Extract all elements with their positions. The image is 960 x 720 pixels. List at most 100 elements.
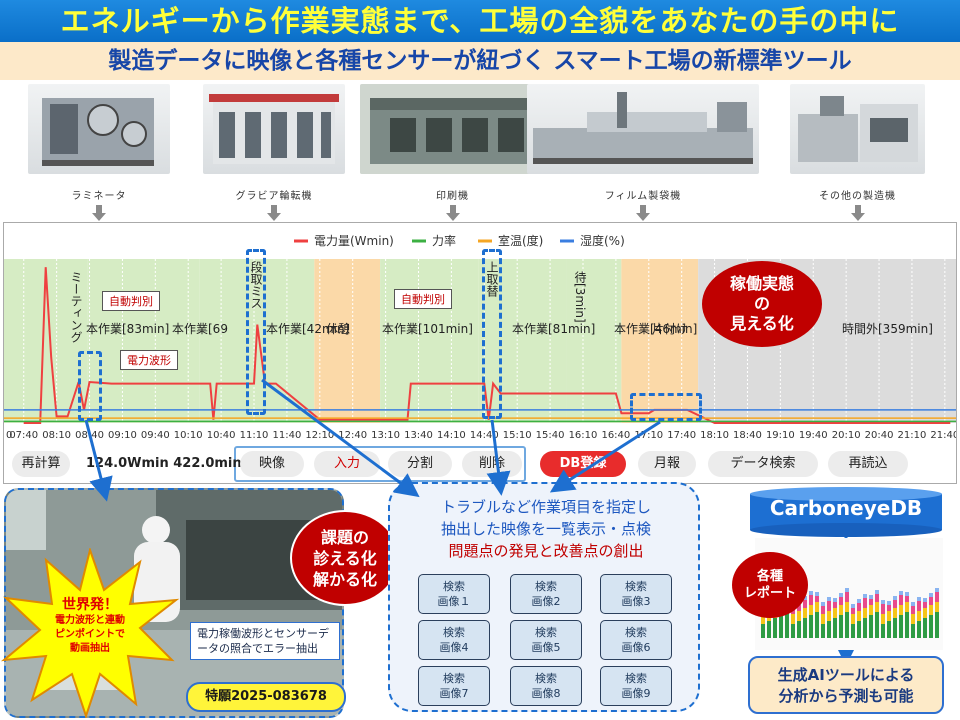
report-bar (875, 612, 879, 638)
search-image-tile[interactable]: 検索 画像4 (418, 620, 490, 660)
x-tick-label: 08:40 (75, 430, 104, 441)
segment-label: 本作業[42min] (266, 322, 349, 336)
report-bar (845, 612, 849, 638)
report-bar (833, 618, 837, 638)
segment-label: 本作業[69 (172, 322, 228, 336)
report-bar (827, 597, 831, 601)
x-tick-label: 10:40 (207, 430, 236, 441)
report-bar (875, 594, 879, 602)
x-tick-label: 07:40 (9, 430, 38, 441)
report-bar (863, 608, 867, 618)
x-tick-label: 13:10 (371, 430, 400, 441)
report-bar (773, 618, 777, 638)
reload-button[interactable]: 再読込 (828, 451, 908, 477)
machine-label: グラビア輪転機 (235, 191, 313, 202)
input-button[interactable]: 入力 (314, 451, 380, 477)
x-tick-label: 21:10 (898, 430, 927, 441)
search-image-tile[interactable]: 検索 画像5 (510, 620, 582, 660)
x-tick-label: 21:40 (930, 430, 957, 441)
report-bar (887, 621, 891, 638)
report-bar (869, 595, 873, 599)
stats-readout: 124.0Wmin 422.0min (86, 456, 242, 471)
waveform-tag: 電力波形 (120, 350, 178, 370)
report-bar (917, 621, 921, 638)
machine-photo (203, 84, 345, 174)
report-bar (863, 594, 867, 598)
legend-entry: 電力量(Wmin) (314, 234, 394, 248)
photo-caption: 電力稼働波形とセンサーデータの照合でエラー抽出 (190, 622, 340, 660)
report-bar (893, 600, 897, 608)
report-bar (911, 606, 915, 614)
report-bar (845, 588, 849, 592)
report-bar (833, 598, 837, 602)
x-tick-label: 0 (6, 430, 12, 441)
report-bar (761, 624, 765, 638)
search-description: トラブルなど作業項目を指定し 抽出した映像を一覧表示・点検 問題点の発見と改善点… (440, 498, 651, 560)
x-tick-label: 14:40 (470, 430, 499, 441)
machine-label: ラミネータ (71, 191, 127, 202)
report-bar (899, 595, 903, 605)
report-bar (779, 615, 783, 638)
report-bar (875, 590, 879, 594)
report-bar (845, 592, 849, 602)
machine-photo (790, 84, 925, 174)
report-bar (803, 618, 807, 638)
report-bar (821, 614, 825, 624)
highlight-box (630, 393, 702, 421)
report-bar (803, 600, 807, 608)
report-bar (899, 591, 903, 595)
machine-other: その他の製造機 (790, 84, 925, 224)
search-image-tile[interactable]: 検索 画像7 (418, 666, 490, 706)
split-button[interactable]: 分割 (388, 451, 452, 477)
db-register-button[interactable]: DB登録 (540, 451, 626, 477)
machine-film-bag-maker: フィルム製袋機 (527, 84, 759, 224)
x-tick-label: 09:10 (108, 430, 137, 441)
search-image-tile[interactable]: 検索 画像3 (600, 574, 672, 614)
report-bar (827, 621, 831, 638)
segment-label: 本作業[81min] (512, 322, 595, 336)
report-bar (911, 614, 915, 624)
operation-visualization-badge: 稼働実態 の 見える化 (702, 261, 822, 347)
x-tick-label: 19:10 (766, 430, 795, 441)
report-bar (845, 602, 849, 612)
machine-label: 印刷機 (436, 191, 469, 202)
monthly-report-button[interactable]: 月報 (638, 451, 696, 477)
search-image-tile[interactable]: 検索 画像１ (418, 574, 490, 614)
x-tick-label: 17:40 (667, 430, 696, 441)
report-bar (803, 608, 807, 618)
report-bar (905, 602, 909, 612)
report-bar (767, 621, 771, 638)
world-first-burst (0, 548, 180, 718)
x-tick-label: 09:40 (141, 430, 170, 441)
report-bar (893, 596, 897, 600)
report-bar (905, 596, 909, 602)
report-bar (905, 592, 909, 596)
search-image-tile[interactable]: 検索 画像6 (600, 620, 672, 660)
report-bar (815, 612, 819, 638)
report-bar (869, 599, 873, 605)
report-bar (857, 611, 861, 621)
report-bar (887, 601, 891, 605)
x-tick-label: 11:10 (240, 430, 269, 441)
report-bar (935, 612, 939, 638)
search-image-tile[interactable]: 検索 画像9 (600, 666, 672, 706)
highlight-box (246, 249, 266, 415)
recalc-button[interactable]: 再計算 (12, 451, 70, 477)
segment-label: 片付け (652, 322, 688, 336)
database-icon (750, 487, 942, 537)
segment-band (380, 259, 479, 423)
report-bar (839, 597, 843, 605)
search-image-tile[interactable]: 検索 画像2 (510, 574, 582, 614)
legend-entry: 力率 (432, 233, 456, 248)
machine-label: その他の製造機 (819, 191, 896, 202)
video-button[interactable]: 映像 (240, 451, 304, 477)
x-tick-label: 15:10 (503, 430, 532, 441)
auto-detect-tag: 自動判別 (394, 289, 452, 309)
delete-button[interactable]: 削除 (462, 451, 522, 477)
search-image-tile[interactable]: 検索 画像8 (510, 666, 582, 706)
report-bar (923, 598, 927, 602)
x-tick-label: 19:40 (799, 430, 828, 441)
report-bar (911, 624, 915, 638)
data-search-button[interactable]: データ検索 (708, 451, 818, 477)
report-bar (917, 611, 921, 621)
